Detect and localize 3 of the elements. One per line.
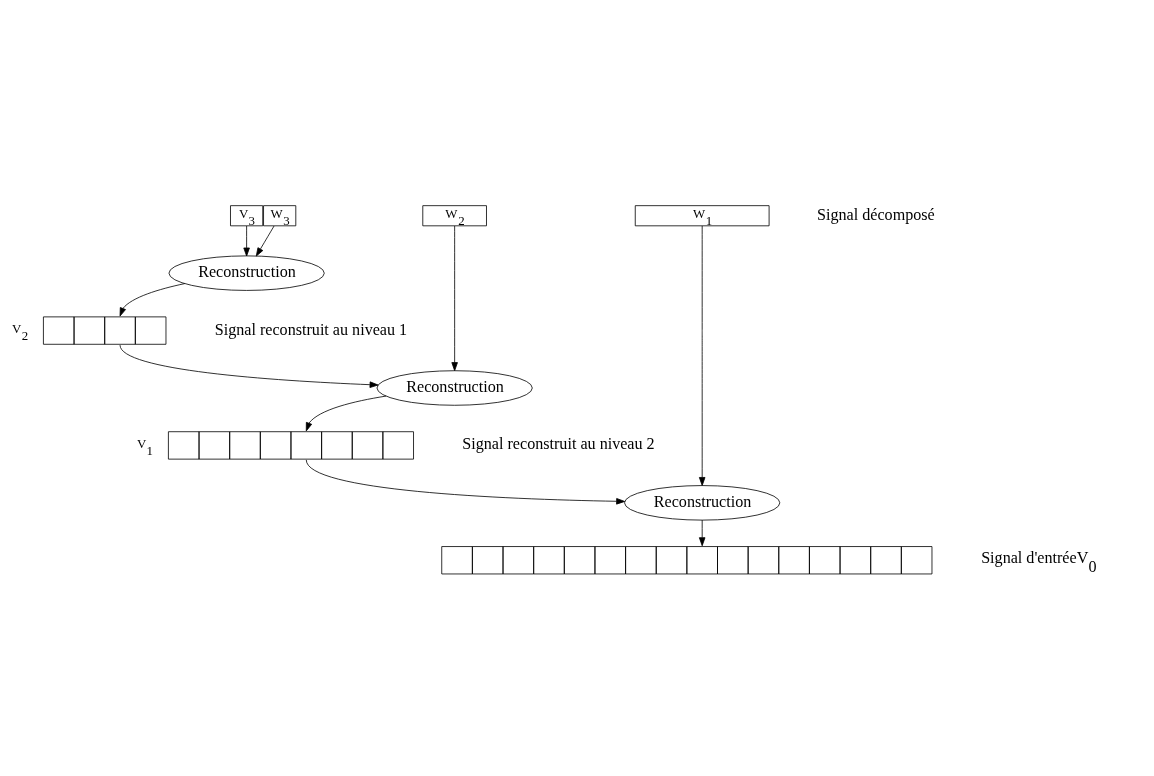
label: Signal reconstruit au niveau 1 — [214, 320, 408, 338]
label: Signal décomposé — [817, 205, 935, 223]
label: Signal reconstruit au niveau 2 — [462, 435, 655, 453]
